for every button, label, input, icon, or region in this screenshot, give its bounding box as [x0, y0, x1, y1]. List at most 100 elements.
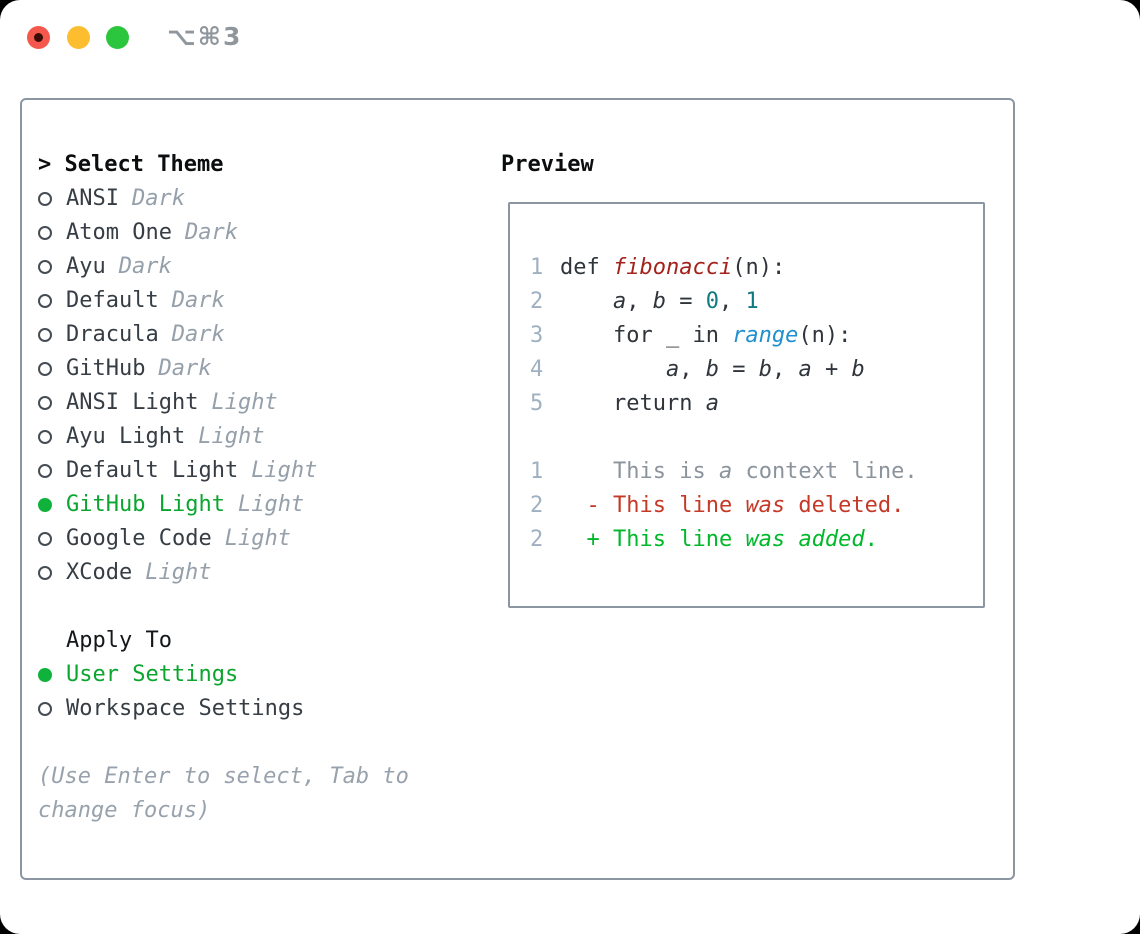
radio-unselected-icon: [38, 294, 52, 308]
radio-unselected-icon: [38, 566, 52, 580]
radio-unselected-icon: [38, 192, 52, 206]
diff-line-added: 2 + This line was added.: [530, 523, 983, 557]
diff-line-deleted: 2 - This line was deleted.: [530, 489, 983, 523]
line-number: 2: [530, 527, 544, 552]
zoom-button[interactable]: [106, 26, 129, 49]
select-theme-title: Select Theme: [64, 152, 224, 177]
line-number: [530, 421, 560, 455]
option-label: Ayu: [66, 254, 106, 279]
radio-unselected-icon: [38, 532, 52, 546]
line-number: 1: [530, 459, 544, 484]
option-label: Ayu Light: [66, 424, 186, 449]
window-titlebar: ⌥⌘3: [0, 0, 1140, 98]
theme-option[interactable]: ANSI Light Light: [38, 386, 438, 420]
line-number: 2: [530, 493, 544, 518]
theme-option[interactable]: Atom One Dark: [38, 216, 438, 250]
line-number: 1: [530, 255, 544, 280]
line-content: + This line was added.: [560, 527, 878, 552]
theme-option[interactable]: Ayu Dark: [38, 250, 438, 284]
apply-to-option[interactable]: User Settings: [38, 658, 438, 692]
line-number: 4: [530, 357, 544, 382]
radio-selected-icon: [38, 668, 52, 682]
theme-variant-label: Dark: [118, 254, 172, 279]
close-button[interactable]: [27, 26, 50, 49]
theme-option[interactable]: GitHub Light Light: [38, 488, 438, 522]
code-line: 1 def fibonacci(n):: [530, 251, 983, 285]
theme-option[interactable]: Default Dark: [38, 284, 438, 318]
line-content: a, b = b, a + b: [665, 357, 865, 382]
radio-unselected-icon: [38, 328, 52, 342]
radio-unselected-icon: [38, 260, 52, 274]
blank-line: [530, 421, 983, 455]
theme-variant-label: Dark: [131, 186, 185, 211]
line-content: def fibonacci(n):: [560, 255, 786, 280]
theme-variant-label: Light: [145, 560, 212, 585]
option-label: Workspace Settings: [66, 696, 305, 721]
option-label: XCode: [66, 560, 133, 585]
code-line: 3 for _ in range(n):: [530, 319, 983, 353]
option-label: Default Light: [66, 458, 239, 483]
line-content: a, b = 0, 1: [612, 289, 759, 314]
theme-variant-label: Light: [237, 492, 305, 517]
theme-option[interactable]: ANSI Dark: [38, 182, 438, 216]
theme-variant-label: Light: [198, 424, 265, 449]
radio-unselected-icon: [38, 226, 52, 240]
line-number: 2: [530, 289, 544, 314]
option-label: ANSI: [66, 186, 119, 211]
option-label: Atom One: [66, 220, 172, 245]
line-content: return a: [560, 391, 719, 416]
code-line: 4 a, b = b, a + b: [530, 353, 983, 387]
radio-unselected-icon: [38, 396, 52, 410]
line-content: - This line was deleted.: [560, 493, 905, 518]
preview-title: Preview: [501, 152, 594, 177]
theme-variant-label: Light: [251, 458, 318, 483]
apply-to-option[interactable]: Workspace Settings: [38, 692, 438, 726]
line-content: This is a context line.: [560, 459, 918, 484]
diff-line-context: 1 This is a context line.: [530, 455, 983, 489]
line-content: for _ in range(n):: [560, 323, 852, 348]
theme-variant-label: Dark: [171, 288, 225, 313]
prompt-icon: >: [38, 152, 52, 177]
radio-selected-icon: [38, 498, 52, 512]
spacer: [38, 590, 438, 624]
option-label: Dracula: [66, 322, 159, 347]
radio-unselected-icon: [38, 430, 52, 444]
theme-variant-label: Light: [211, 390, 278, 415]
theme-option[interactable]: XCode Light: [38, 556, 438, 590]
radio-unselected-icon: [38, 362, 52, 376]
select-theme-header: > Select Theme: [38, 148, 438, 182]
apply-to-header: Apply To: [38, 624, 438, 658]
line-number: 5: [530, 391, 544, 416]
option-label: GitHub: [66, 356, 146, 381]
spacer: [38, 726, 438, 760]
radio-unselected-icon: [38, 702, 52, 716]
option-label: GitHub Light: [66, 492, 225, 517]
line-number: 3: [530, 323, 544, 348]
theme-variant-label: Dark: [184, 220, 238, 245]
option-label: User Settings: [66, 662, 239, 687]
hint-text: (Use Enter to select, Tab to change focu…: [38, 764, 409, 823]
theme-option[interactable]: GitHub Dark: [38, 352, 438, 386]
theme-option[interactable]: Ayu Light Light: [38, 420, 438, 454]
close-dot-icon: [34, 33, 43, 42]
option-label: Default: [66, 288, 159, 313]
option-label: Google Code: [66, 526, 212, 551]
minimize-button[interactable]: [67, 26, 90, 49]
apply-to-title: Apply To: [66, 628, 172, 653]
code-line: 5 return a: [530, 387, 983, 421]
theme-option[interactable]: Default Light Light: [38, 454, 438, 488]
option-label: ANSI Light: [66, 390, 199, 415]
window-shortcut-label: ⌥⌘3: [167, 22, 243, 51]
theme-variant-label: Dark: [158, 356, 212, 381]
radio-unselected-icon: [38, 464, 52, 478]
code-line: 2 a, b = 0, 1: [530, 285, 983, 319]
